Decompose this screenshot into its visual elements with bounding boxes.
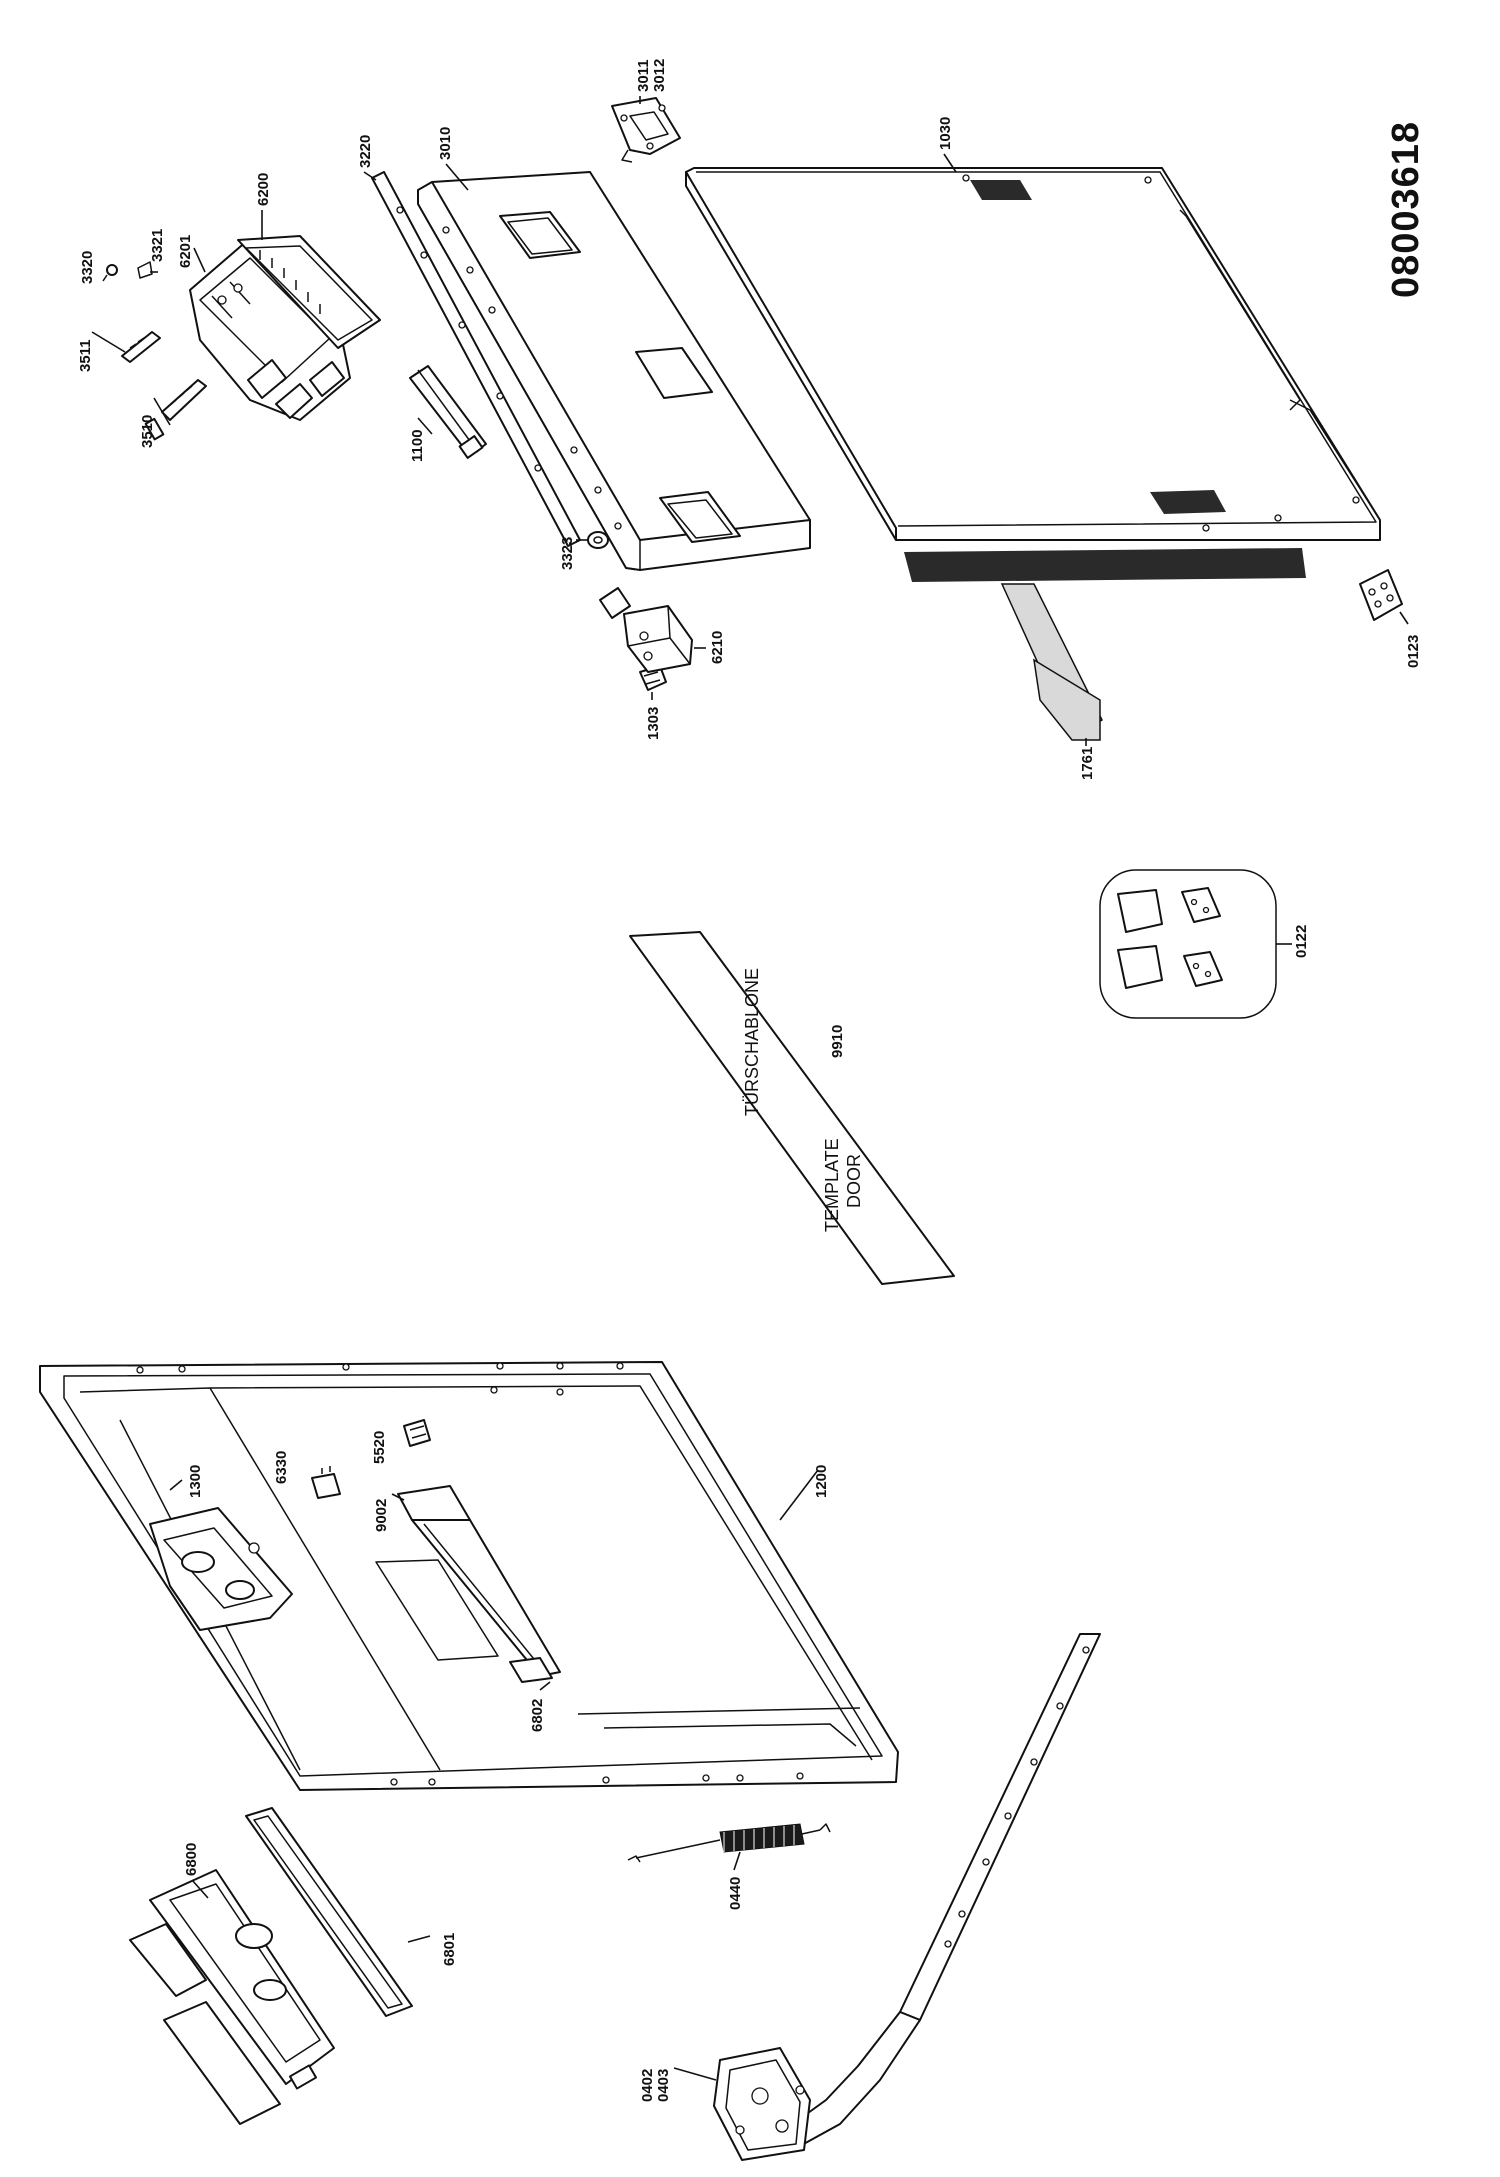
document-number: 08003618 [1385, 121, 1427, 298]
part-6200-circuit-board [237, 235, 381, 349]
leader-9002 [391, 1493, 405, 1501]
leader-6800 [191, 1879, 209, 1899]
part-0122-kit [1099, 869, 1277, 1019]
part-1300-detergent-dispenser [149, 1507, 293, 1631]
label-1100: 1100 [409, 429, 426, 462]
label-6801: 6801 [441, 1933, 458, 1966]
part-1100-handle [409, 365, 487, 459]
leader-3511 [91, 331, 126, 353]
label-6201: 6201 [177, 235, 194, 268]
label-1761: 1761 [1079, 747, 1096, 780]
label-6800: 6800 [183, 1843, 200, 1876]
label-3321: 3321 [149, 229, 166, 262]
label-6802: 6802 [529, 1699, 546, 1732]
label-1200: 1200 [813, 1465, 830, 1498]
leader-1100 [417, 417, 433, 435]
part-3323-cap [587, 531, 609, 549]
leader-1030 [943, 153, 957, 173]
label-3010: 3010 [437, 127, 454, 160]
label-3510: 3510 [139, 415, 156, 448]
part-3511-clip [121, 331, 161, 363]
part-1030-outer-door-panel [685, 167, 1381, 541]
label-3011: 3011 [635, 59, 652, 92]
part-3510-clip-strip [144, 379, 207, 441]
template-label-en-2: DOOR [844, 1154, 864, 1208]
part-1761-insulation [1000, 583, 1103, 741]
label-0123: 0123 [1405, 635, 1422, 668]
part-3321-clip [137, 261, 153, 279]
template-sheet [629, 931, 955, 1285]
part-6210-door-lock [599, 587, 693, 673]
label-3220: 3220 [357, 135, 374, 168]
leader-0402 [673, 2067, 717, 2081]
part-0123-plate [1359, 569, 1403, 621]
label-0122: 0122 [1293, 925, 1310, 958]
label-5520: 5520 [371, 1431, 388, 1464]
part-3011-3012-bracket [611, 97, 681, 163]
leader-0440 [733, 1851, 741, 1871]
leader-0123 [1399, 611, 1409, 625]
label-6210: 6210 [709, 631, 726, 664]
label-3511: 3511 [77, 339, 94, 372]
label-0403: 0403 [655, 2069, 672, 2102]
part-5520-switch [403, 1419, 431, 1447]
label-1300: 1300 [187, 1465, 204, 1498]
label-3320: 3320 [79, 251, 96, 284]
label-9002: 9002 [373, 1499, 390, 1532]
leader-6802 [539, 1681, 551, 1691]
leader-3220 [363, 171, 377, 181]
door-seal-strip [904, 548, 1306, 582]
label-0402: 0402 [639, 2069, 656, 2102]
template-label-de: TÜRSCHABLONE [742, 968, 762, 1116]
part-6201-control-module [189, 239, 351, 421]
part-9910-door-template: TÜRSCHABLONE TEMPLATE DOOR 9910 [629, 931, 955, 1285]
label-9910: 9910 [829, 1025, 846, 1058]
template-label-en-1: TEMPLATE [822, 1138, 842, 1232]
part-6330-component [311, 1466, 341, 1499]
part-6801-gasket [245, 1807, 413, 2017]
part-3010-door-panel [417, 171, 811, 571]
label-0440: 0440 [727, 1877, 744, 1910]
part-0402-0403-hinge [713, 1633, 1101, 2161]
part-0440-spring [627, 1823, 831, 1863]
label-6330: 6330 [273, 1451, 290, 1484]
label-3323: 3323 [559, 537, 576, 570]
leader-3510 [153, 397, 171, 426]
leader-6201 [193, 247, 206, 273]
label-6200: 6200 [255, 173, 272, 206]
label-1030: 1030 [937, 117, 954, 150]
label-1303: 1303 [645, 707, 662, 740]
part-3220-hinge-strip [371, 171, 581, 547]
label-3012: 3012 [651, 59, 668, 92]
leader-1300 [169, 1479, 183, 1491]
part-3320-screw [102, 264, 118, 282]
leader-3010 [445, 163, 469, 191]
leader-6801 [407, 1935, 431, 1943]
leader-1200 [779, 1469, 819, 1521]
part-6800-dispenser-unit [129, 1869, 335, 2125]
part-9002-rail [397, 1485, 561, 1683]
